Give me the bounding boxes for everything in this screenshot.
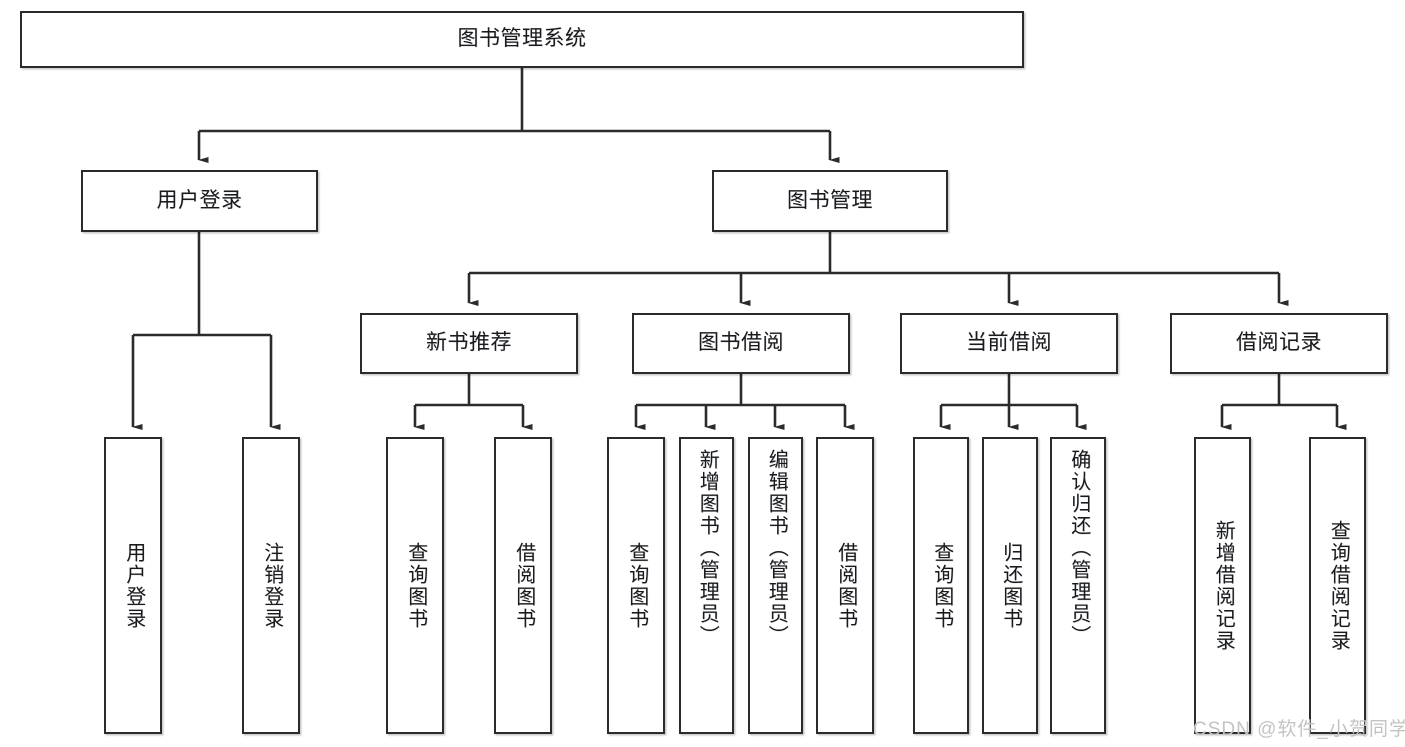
node-new-book-rec-label: 新书推荐 — [426, 331, 512, 355]
node-book-borrow-label: 图书借阅 — [698, 331, 784, 355]
node-leaf-borrow-book-2[interactable]: 借阅图书 — [816, 437, 874, 734]
node-leaf-query-book-2[interactable]: 查询图书 — [607, 437, 665, 734]
node-leaf-query-book-1-label: 查询图书 — [404, 541, 427, 630]
node-leaf-query-book-1[interactable]: 查询图书 — [386, 437, 444, 734]
node-leaf-add-book[interactable]: 新增图书（管理员） — [679, 437, 734, 734]
node-book-manage[interactable]: 图书管理 — [712, 170, 948, 232]
node-leaf-user-login-label: 用户登录 — [122, 541, 145, 630]
node-leaf-confirm-return-label: 确认归还（管理员） — [1067, 449, 1090, 647]
node-leaf-return-book[interactable]: 归还图书 — [982, 437, 1038, 734]
node-user-login[interactable]: 用户登录 — [81, 170, 318, 232]
node-leaf-query-record-label: 查询借阅记录 — [1327, 519, 1350, 652]
node-leaf-query-record[interactable]: 查询借阅记录 — [1309, 437, 1366, 734]
node-root[interactable]: 图书管理系统 — [20, 11, 1024, 68]
node-leaf-borrow-book-1[interactable]: 借阅图书 — [494, 437, 552, 734]
node-leaf-confirm-return[interactable]: 确认归还（管理员） — [1050, 437, 1106, 734]
node-root-label: 图书管理系统 — [457, 27, 587, 51]
node-leaf-borrow-book-2-label: 借阅图书 — [834, 541, 857, 630]
node-leaf-query-book-3-label: 查询图书 — [930, 541, 953, 630]
node-leaf-logout-login-label: 注销登录 — [260, 541, 283, 630]
node-book-manage-label: 图书管理 — [787, 188, 873, 212]
node-leaf-edit-book-label: 编辑图书（管理员） — [765, 449, 788, 647]
node-new-book-rec[interactable]: 新书推荐 — [360, 313, 578, 374]
node-leaf-user-login[interactable]: 用户登录 — [104, 437, 162, 734]
node-leaf-borrow-book-1-label: 借阅图书 — [512, 541, 535, 630]
node-borrow-record[interactable]: 借阅记录 — [1170, 313, 1388, 374]
node-leaf-add-record-label: 新增借阅记录 — [1212, 519, 1235, 652]
node-leaf-add-book-label: 新增图书（管理员） — [696, 449, 719, 647]
node-borrow-record-label: 借阅记录 — [1236, 331, 1322, 355]
node-current-borrow-label: 当前借阅 — [966, 331, 1052, 355]
node-leaf-return-book-label: 归还图书 — [999, 541, 1022, 630]
node-leaf-query-book-2-label: 查询图书 — [625, 541, 648, 630]
node-leaf-query-book-3[interactable]: 查询图书 — [913, 437, 969, 734]
node-book-borrow[interactable]: 图书借阅 — [632, 313, 850, 374]
node-current-borrow[interactable]: 当前借阅 — [900, 313, 1118, 374]
node-leaf-add-record[interactable]: 新增借阅记录 — [1194, 437, 1251, 734]
node-leaf-logout-login[interactable]: 注销登录 — [242, 437, 300, 734]
node-user-login-label: 用户登录 — [156, 188, 243, 212]
node-leaf-edit-book[interactable]: 编辑图书（管理员） — [748, 437, 803, 734]
watermark-text: CSDN @软件_小贺同学 — [1193, 719, 1405, 740]
